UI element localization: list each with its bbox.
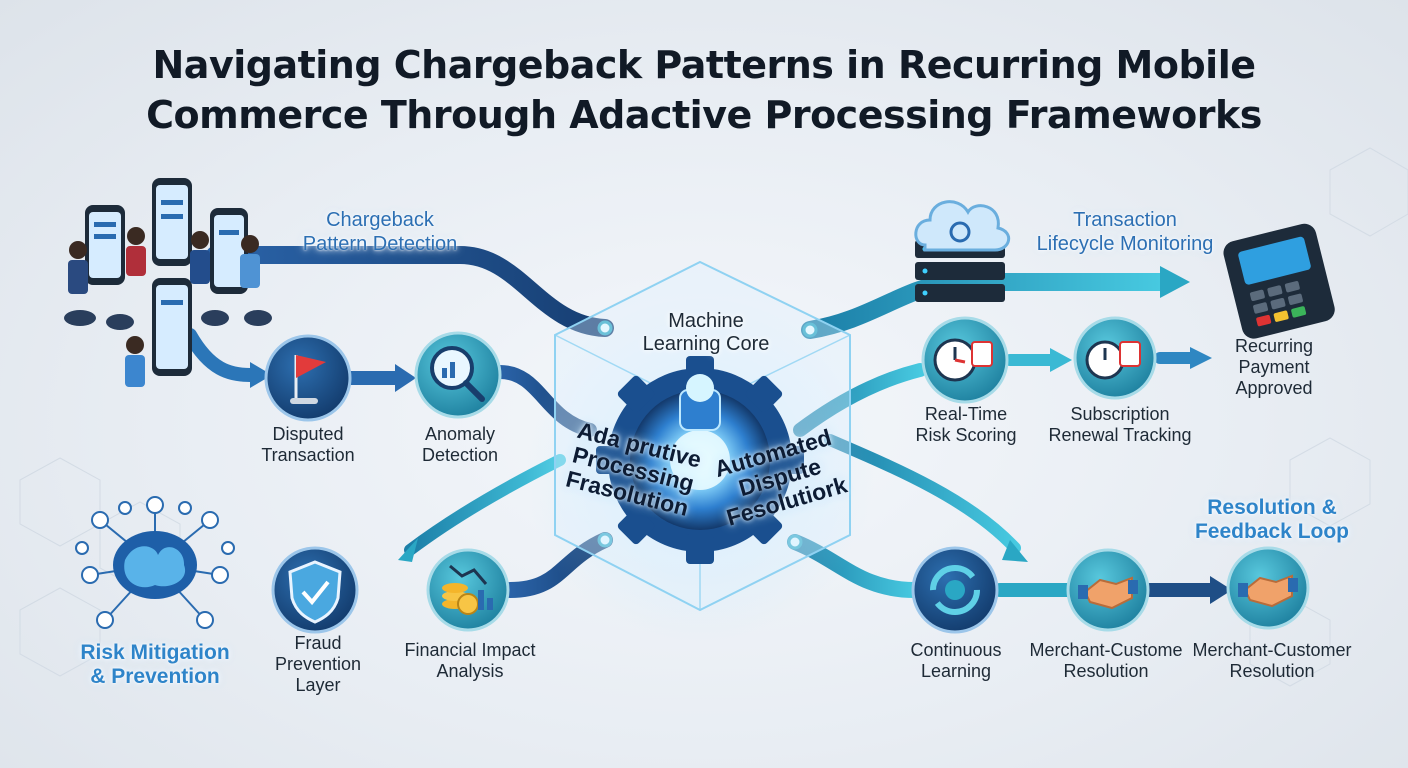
text-line: Subscription — [1070, 404, 1170, 424]
icon-nodes — [264, 316, 1310, 634]
page-title-line-1: Navigating Chargeback Patterns in Recurr… — [152, 43, 1257, 87]
shield-icon — [271, 546, 359, 634]
handshake-icon — [1226, 546, 1310, 630]
arrow-icon — [1210, 576, 1232, 604]
text-line: Risk Scoring — [915, 425, 1017, 445]
label-resolution-feedback: Resolution &Feedback Loop — [1195, 496, 1349, 544]
pos-terminal-icon — [1223, 223, 1335, 339]
label-risk-mitigation: Risk Mitigation& Prevention — [80, 641, 229, 689]
arrow-icon — [250, 362, 272, 388]
label-line: Resolution &Feedback Loop — [1195, 496, 1349, 544]
coins-chart-icon — [426, 548, 510, 632]
calendar-clock-icon — [1073, 316, 1157, 400]
text-line: Chargeback — [326, 209, 434, 231]
text-line: Merchant-Custome — [1029, 640, 1183, 660]
text-line: Transaction — [1073, 209, 1177, 231]
text-line: Anomaly — [424, 424, 496, 444]
text-line: Layer — [295, 675, 341, 695]
page-title: Navigating Chargeback Patterns in Recurr… — [0, 40, 1408, 140]
page-title-line-2: Commerce Through Adactive Processing Fra… — [146, 93, 1262, 137]
text-line: Resolution — [1063, 661, 1149, 681]
flow-phones-to-disputed — [183, 328, 257, 382]
text-line: Real-Time — [924, 404, 1008, 424]
text-line: Learning — [920, 661, 992, 681]
arrow-icon — [1050, 348, 1072, 372]
arrow-icon — [1002, 540, 1028, 562]
people-icon — [64, 227, 272, 387]
phones-people-icon — [64, 178, 272, 387]
brain-network-icon — [75, 496, 235, 629]
text-line: Resolution — [1229, 661, 1315, 681]
text-line: Payment — [1238, 357, 1310, 377]
text-line: Risk Mitigation — [80, 641, 230, 664]
text-line: Resolution & — [1207, 496, 1337, 519]
text-line: Renewal Tracking — [1048, 425, 1192, 445]
arrow-icon — [1190, 347, 1212, 369]
cloud-server-icon — [914, 200, 1010, 302]
gear-icon — [596, 356, 804, 564]
text-line: Learning Core — [642, 333, 770, 355]
magnifier-icon — [414, 331, 502, 419]
text-line: Pattern Detection — [302, 233, 458, 255]
text-line: Financial Impact — [404, 640, 536, 660]
arrow-icon — [1160, 266, 1190, 298]
text-line: Fraud — [294, 633, 342, 653]
text-line: Feedback Loop — [1194, 520, 1350, 543]
text-line: Detection — [421, 445, 499, 465]
text-line: Lifecycle Monitoring — [1036, 233, 1214, 255]
clock-icon — [921, 316, 1009, 404]
arrow-heads — [250, 266, 1232, 604]
text-line: Approved — [1235, 378, 1313, 398]
text-line: Continuous — [910, 640, 1002, 660]
refresh-icon — [911, 546, 999, 634]
handshake-icon — [1066, 548, 1150, 632]
text-line: & Prevention — [90, 665, 220, 688]
text-line: Prevention — [274, 654, 362, 674]
flag-icon — [264, 334, 352, 422]
machine-learning-core — [525, 260, 875, 645]
arrow-icon — [398, 538, 418, 562]
arrow-icon — [395, 364, 416, 392]
text-line: Transaction — [261, 445, 355, 465]
text-line: Merchant-Customer — [1192, 640, 1352, 660]
label-line: Risk Mitigation& Prevention — [80, 641, 229, 689]
flow-chargeback-pattern — [206, 246, 614, 337]
text-line: Machine — [668, 310, 744, 332]
text-line: Disputed — [272, 424, 344, 444]
text-line: Recurring — [1234, 336, 1314, 356]
text-line: Analysis — [436, 661, 504, 681]
